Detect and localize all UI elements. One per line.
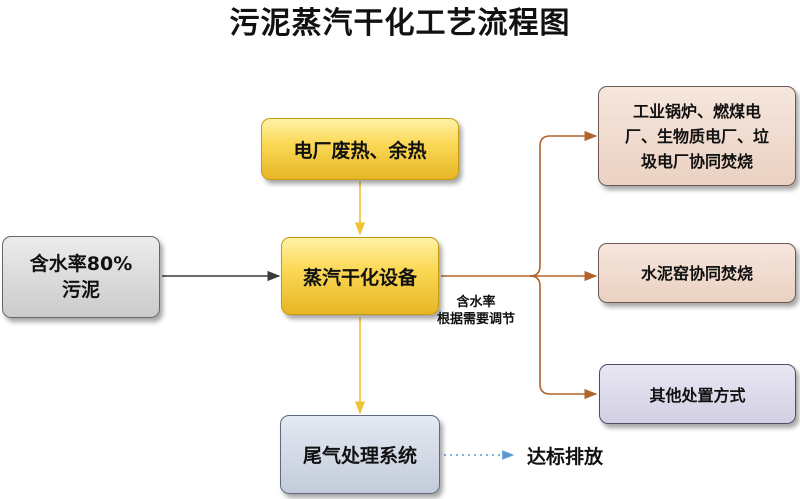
arrow-dryer-to-industrial (441, 130, 598, 277)
node-exhaust-treatment: 尾气处理系统 (280, 415, 440, 494)
arrow-dryer-to-other (529, 275, 598, 400)
node-industrial-line2: 厂、生物质电厂、垃 (624, 126, 769, 146)
label-discharge: 达标排放 (527, 446, 604, 468)
node-steam-dryer: 蒸汽干化设备 (281, 237, 439, 315)
node-steam-dryer-label: 蒸汽干化设备 (302, 266, 417, 289)
node-industrial-coincineration: 工业锅炉、燃煤电 厂、生物质电厂、垃 圾电厂协同焚烧 (598, 86, 796, 186)
moisture-annotation-line2: 根据需要调节 (436, 312, 515, 327)
node-heat-source: 电厂废热、余热 (261, 118, 459, 180)
moisture-annotation-line1: 含水率 (456, 295, 496, 310)
node-other-disposal-label: 其他处置方式 (649, 386, 746, 405)
node-industrial-line3: 圾电厂协同焚烧 (640, 151, 753, 171)
node-heat-source-label: 电厂废热、余热 (293, 139, 427, 162)
node-exhaust-treatment-label: 尾气处理系统 (302, 445, 417, 467)
moisture-annotation: 含水率 根据需要调节 (418, 294, 534, 328)
node-sludge-input: 含水率80% 污泥 (2, 236, 160, 318)
node-sludge-line1: 含水率80% (29, 253, 133, 275)
node-cement-kiln-label: 水泥窑协同焚烧 (640, 263, 753, 283)
node-cement-kiln: 水泥窑协同焚烧 (598, 243, 796, 303)
node-industrial-line1: 工业锅炉、燃煤电 (632, 101, 761, 121)
node-other-disposal: 其他处置方式 (599, 364, 796, 424)
diagram-title: 污泥蒸汽干化工艺流程图 (229, 6, 571, 41)
node-sludge-line2: 污泥 (61, 279, 100, 301)
